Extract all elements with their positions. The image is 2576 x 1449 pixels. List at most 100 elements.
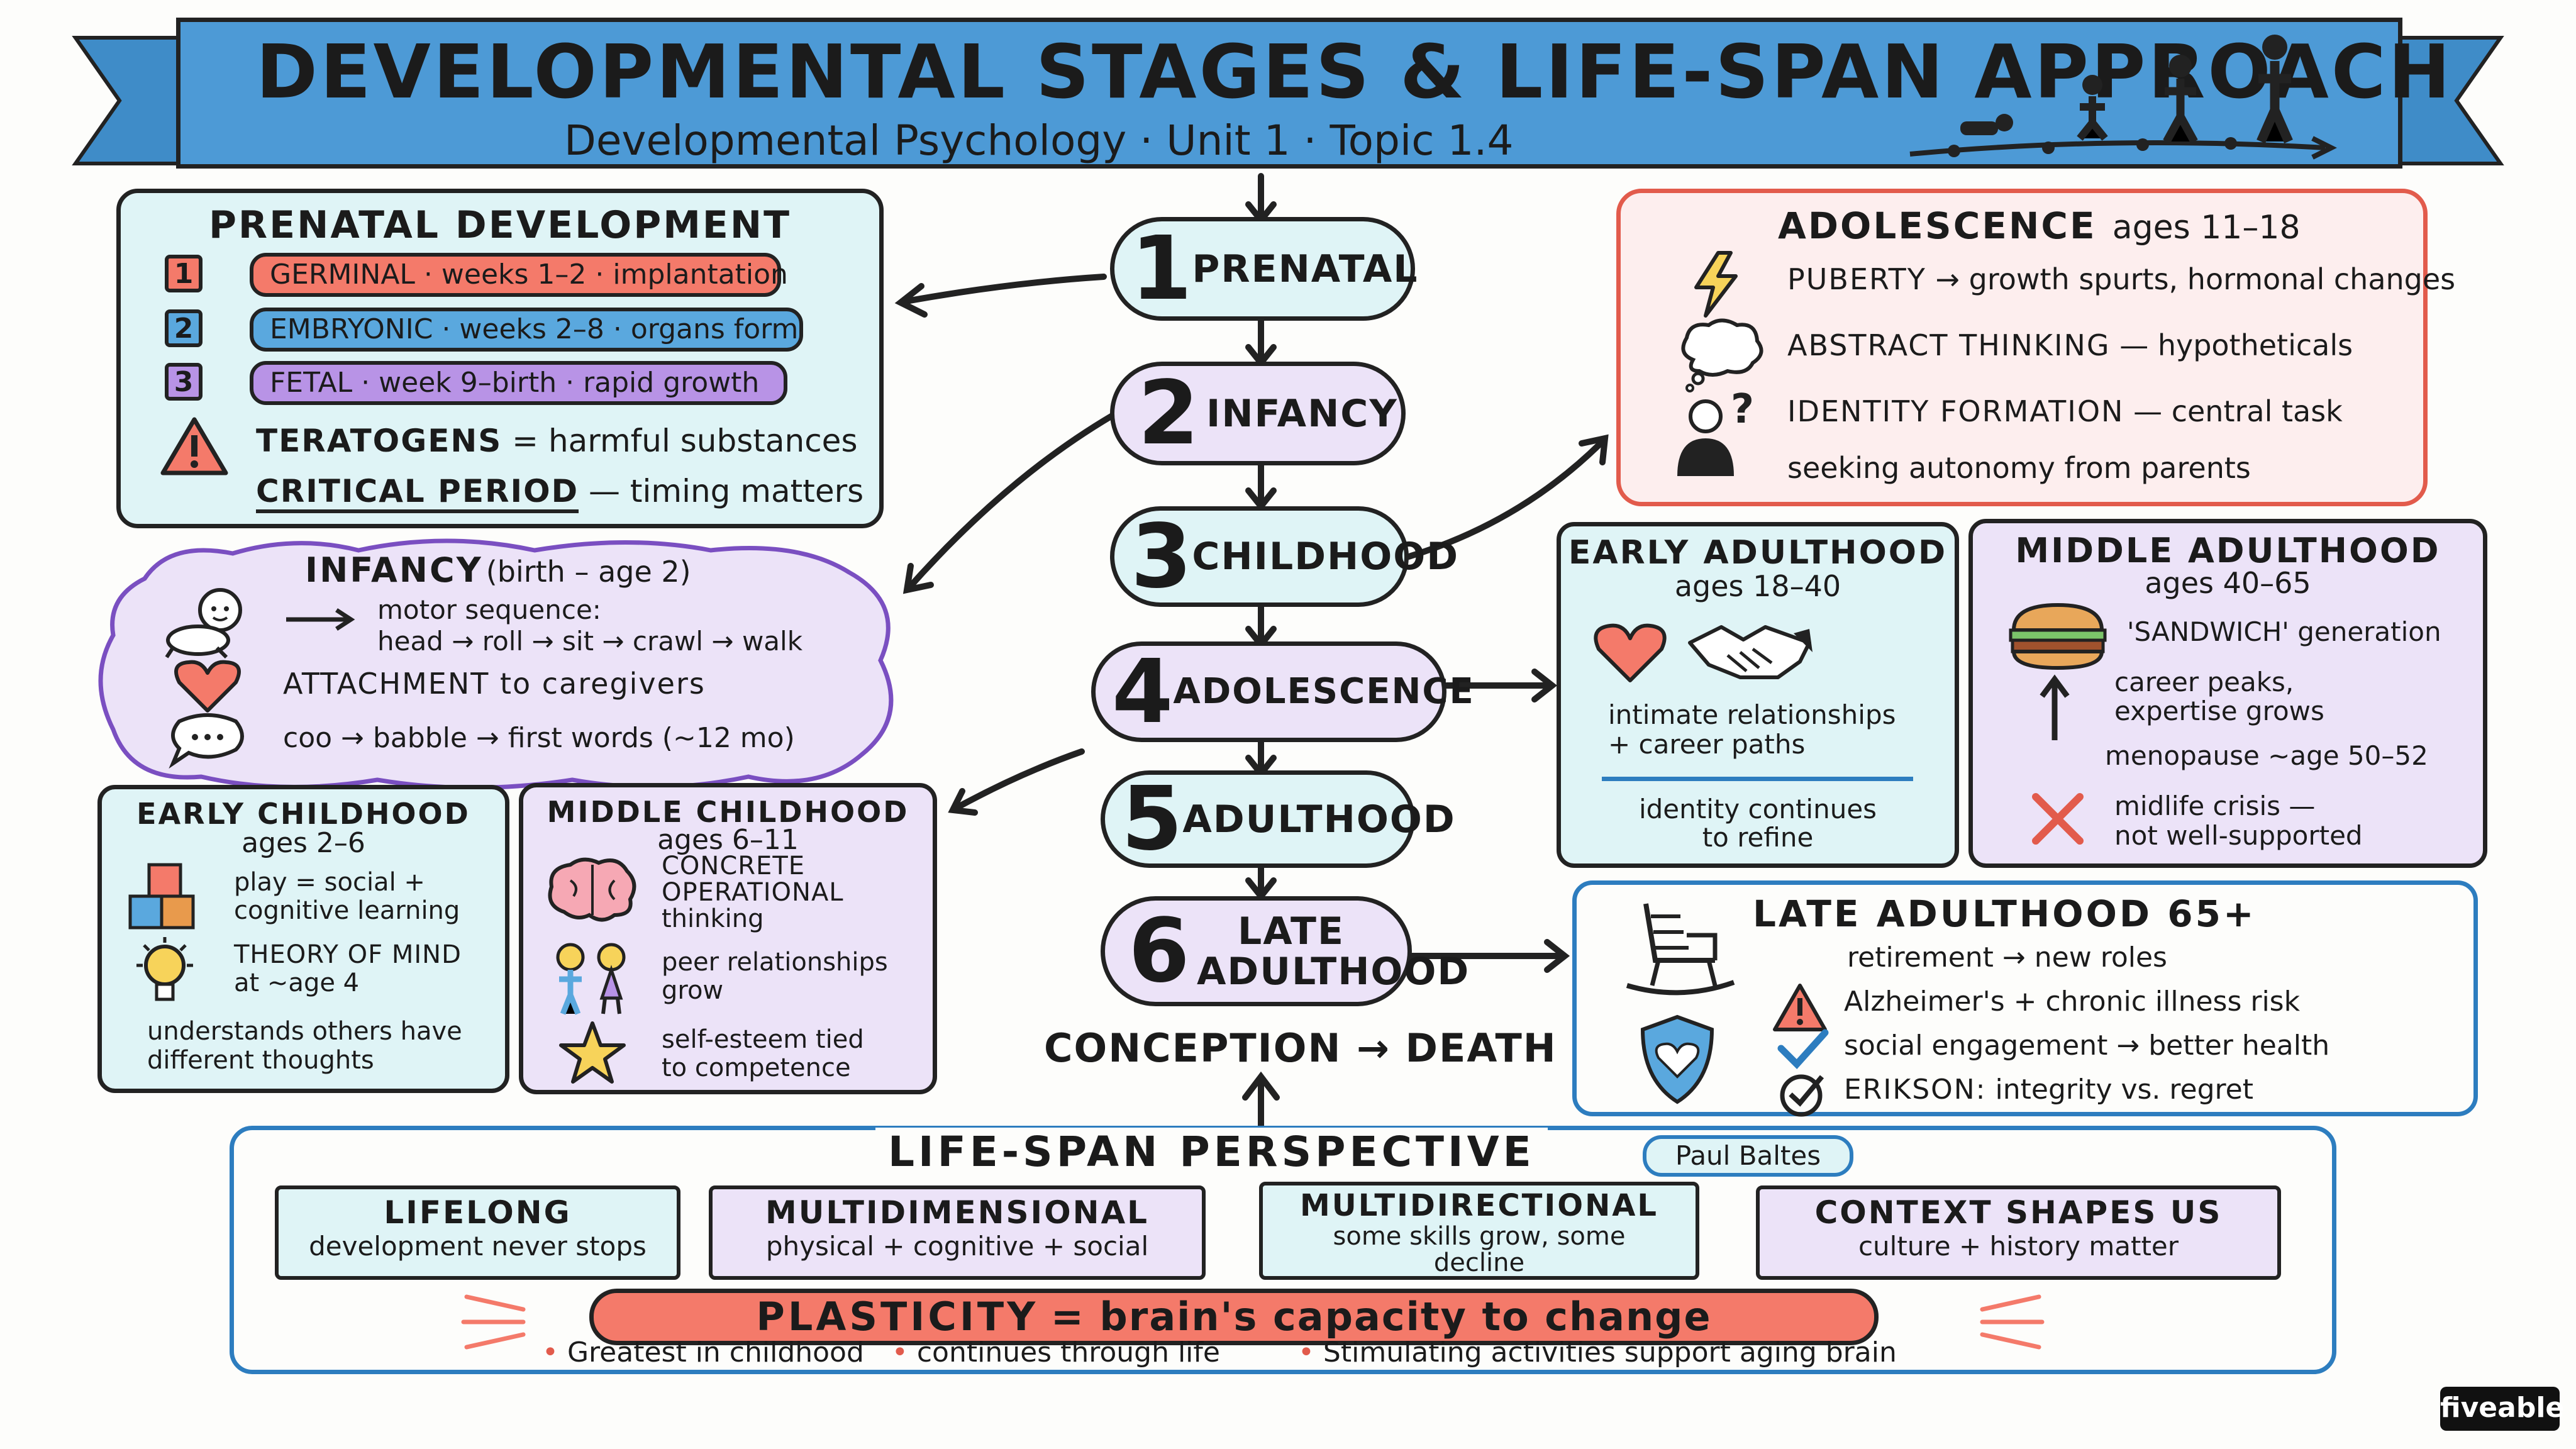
infancy-card: INFANCY (birth – age 2) motor sequence: …	[94, 535, 912, 799]
stage-adolescence[interactable]: 4 ADOLESCENCE	[1091, 641, 1474, 743]
identity-term: IDENTITY FORMATION	[1787, 394, 2124, 428]
early-adulthood-card: EARLY ADULTHOOD ages 18–40 intimate rela…	[1557, 522, 1959, 868]
card-ages: ages 6–11	[657, 824, 799, 856]
target-check-icon	[1780, 1074, 1824, 1117]
stage-label: INFANCY	[1206, 391, 1398, 436]
speech-bubble-icon	[169, 713, 244, 769]
stage-late-adulthood[interactable]: 6 LATE ADULTHOOD	[1101, 896, 1468, 1006]
critical-period-term: CRITICAL PERIOD	[256, 473, 579, 513]
to-refine-line: to refine	[1702, 822, 1814, 853]
divider	[1602, 777, 1913, 781]
understands-line-1: understands others have	[147, 1017, 462, 1046]
bullet-childhood: Greatest in childhood	[567, 1336, 864, 1368]
stage-number: 5	[1121, 768, 1183, 870]
bullet-dot: •	[891, 1336, 908, 1368]
infancy-title: INFANCY	[305, 550, 483, 590]
theory-of-mind-line-1: THEORY OF MIND	[234, 940, 462, 969]
bullet-dot: •	[542, 1336, 558, 1368]
concrete-line-1: CONCRETE	[662, 852, 806, 880]
brand-logo: fiveable	[2440, 1387, 2564, 1431]
stage-infancy[interactable]: 2 INFANCY	[1110, 362, 1406, 465]
esteem-line-1: self-esteem tied	[662, 1025, 864, 1054]
phase-pill-germinal: GERMINAL · weeks 1–2 · implantation	[250, 253, 788, 297]
page-title: DEVELOPMENTAL STAGES & LIFE-SPAN APPROAC…	[256, 28, 2453, 115]
puberty-rest: → growth spurts, hormonal changes	[1935, 262, 2456, 296]
stage-childhood[interactable]: 3 CHILDHOOD	[1110, 505, 1458, 608]
sandwich-icon	[2009, 602, 2107, 670]
prenatal-card: PRENATAL DEVELOPMENT 1 GERMINAL · weeks …	[116, 189, 884, 528]
author-badge: Paul Baltes	[1643, 1135, 1853, 1177]
phase-pill-embryonic: EMBRYONIC · weeks 2–8 · organs form	[250, 308, 803, 352]
card-ages: ages 2–6	[242, 827, 365, 859]
peer-line-2: grow	[662, 976, 724, 1005]
stage-label: CHILDHOOD	[1192, 535, 1460, 579]
adolescence-ages: ages 11–18	[2112, 209, 2301, 247]
adolescence-title: ADOLESCENCE	[1778, 204, 2097, 247]
abstract-term: ABSTRACT THINKING	[1787, 328, 2111, 362]
stage-label: PRENATAL	[1192, 247, 1419, 291]
middle-childhood-card: MIDDLE CHILDHOOD ages 6–11 CONCRETE OPER…	[519, 783, 937, 1094]
play-line-1: play = social +	[234, 868, 425, 897]
bullet-stimulating: Stimulating activities support aging bra…	[1323, 1336, 1897, 1368]
card-title: INFANCY (birth – age 2)	[305, 550, 691, 590]
plasticity-banner: PLASTICITY = brain's capacity to change	[589, 1289, 1879, 1345]
expertise-line: expertise grows	[2114, 696, 2324, 726]
critical-period-definition: — timing matters	[589, 473, 864, 509]
concrete-line-2: OPERATIONAL	[662, 878, 844, 907]
principle-sub: development never stops	[309, 1231, 647, 1262]
thought-cloud-icon	[1681, 318, 1763, 392]
lightbulb-icon	[136, 937, 193, 1001]
phase-pill-fetal: FETAL · week 9–birth · rapid growth	[250, 361, 787, 405]
theory-of-mind-line-2: at ~age 4	[234, 969, 360, 997]
rocking-chair-icon	[1626, 903, 1735, 996]
principle-sub: culture + history matter	[1858, 1231, 2179, 1262]
card-title: EARLY ADULTHOOD	[1568, 534, 1948, 572]
two-kids-icon	[556, 943, 626, 1015]
bullet-continues: continues through life	[916, 1336, 1220, 1368]
language-line: coo → babble → first words (~12 mo)	[283, 722, 795, 754]
attachment-line: ATTACHMENT to caregivers	[283, 667, 706, 701]
card-title: PRENATAL DEVELOPMENT	[208, 203, 792, 247]
puberty-line: PUBERTY → growth spurts, hormonal change…	[1787, 262, 2455, 296]
not-supported-line: not well-supported	[2114, 820, 2363, 851]
critical-period-line: CRITICAL PERIOD — timing matters	[256, 473, 864, 513]
infancy-ages: (birth – age 2)	[486, 555, 691, 589]
teratogens-definition: = harmful substances	[512, 423, 858, 459]
teratogens-line: TERATOGENS = harmful substances	[256, 423, 858, 459]
timeline-caption: CONCEPTION → DEATH	[1044, 1025, 1556, 1071]
principle-sub: physical + cognitive + social	[765, 1231, 1149, 1262]
identity-line: IDENTITY FORMATION — central task	[1787, 394, 2343, 428]
sparkle-lines-left	[461, 1294, 526, 1350]
early-childhood-card: EARLY CHILDHOOD ages 2–6 play = social +…	[97, 785, 509, 1093]
erikson-term: ERIKSON:	[1844, 1074, 1987, 1106]
arrow-up-icon	[2040, 674, 2070, 740]
plasticity-bullets: • Greatest in childhood • continues thro…	[542, 1336, 1897, 1368]
stage-adulthood[interactable]: 5 ADULTHOOD	[1101, 768, 1455, 870]
erikson-line: ERIKSON: integrity vs. regret	[1844, 1074, 2253, 1106]
x-mark-icon	[2032, 793, 2084, 845]
warning-icon	[160, 417, 228, 475]
arrow-right-icon: →	[1356, 1025, 1406, 1071]
stage-prenatal[interactable]: 1 PRENATAL	[1110, 217, 1419, 321]
phase-number: 1	[165, 255, 203, 292]
star-icon	[559, 1021, 626, 1084]
card-title-row: ADOLESCENCE ages 11–18	[1778, 204, 2301, 247]
phase-number: 3	[165, 363, 203, 401]
checkmark-icon	[1777, 1029, 1829, 1069]
caption-start: CONCEPTION	[1044, 1025, 1342, 1071]
identity-person-icon: ?	[1677, 386, 1754, 476]
motor-sequence: head → roll → sit → crawl → walk	[377, 626, 803, 657]
understands-line-2: different thoughts	[147, 1046, 374, 1075]
stage-label: ADULTHOOD	[1182, 797, 1456, 841]
intimate-line: intimate relationships	[1608, 699, 1896, 730]
stage-number: 3	[1131, 505, 1192, 608]
card-title: MIDDLE ADULTHOOD	[2015, 531, 2441, 570]
sparkle-lines-right	[1980, 1294, 2045, 1350]
social-line: social engagement → better health	[1844, 1030, 2330, 1062]
svg-text:?: ?	[1731, 386, 1754, 433]
baby-icon	[165, 588, 242, 659]
warning-icon	[1773, 984, 1827, 1031]
principle-head: MULTIDIMENSIONAL	[765, 1194, 1150, 1231]
abstract-rest: — hypotheticals	[2119, 328, 2353, 362]
caption-end: DEATH	[1405, 1025, 1557, 1071]
